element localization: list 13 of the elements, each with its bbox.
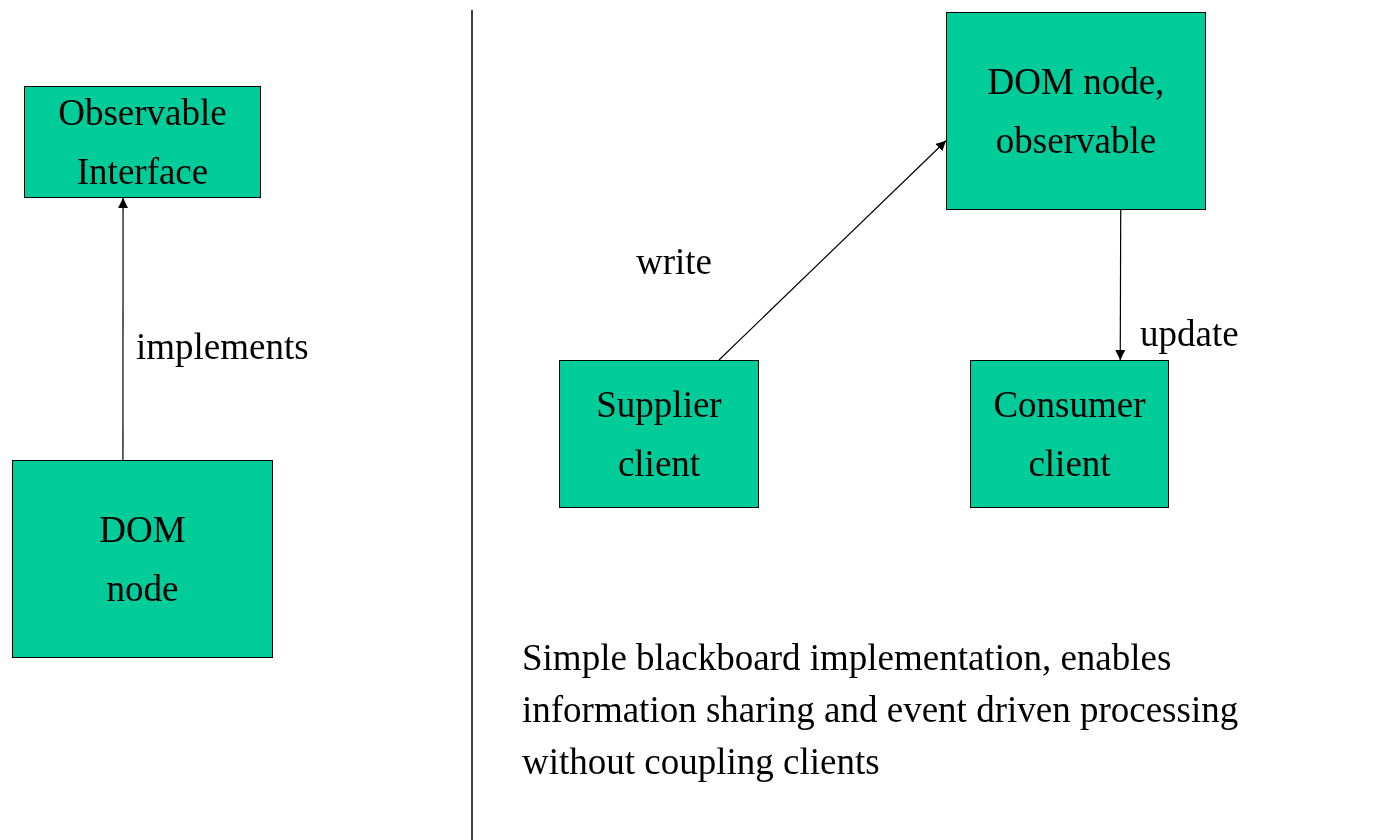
box-label: Consumer client [992, 382, 1147, 486]
process-box [24, 86, 261, 198]
box-label: Supplier client [595, 382, 723, 486]
box-label: Observable Interface [57, 90, 228, 194]
process-box [970, 360, 1169, 508]
arrow [718, 140, 947, 361]
process-box [12, 460, 273, 658]
arrow [118, 197, 129, 461]
process-box [946, 12, 1206, 210]
box-label: DOM node [98, 507, 187, 611]
arrow [1115, 209, 1126, 361]
box-label: DOM node, observable [986, 59, 1166, 163]
process-box [559, 360, 759, 508]
